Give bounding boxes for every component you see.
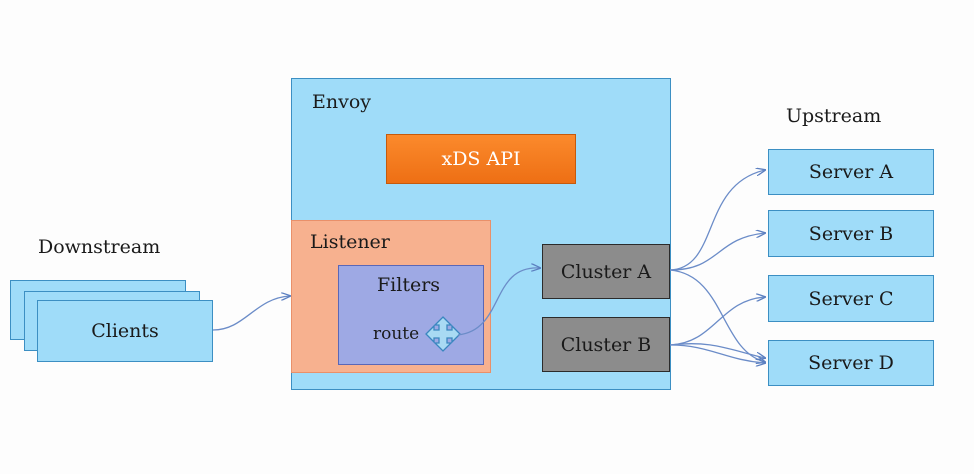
cluster-b-to-server-d-b-arrow	[669, 343, 765, 358]
cluster-a-label: Cluster A	[560, 260, 652, 283]
cluster-b-to-server-c-arrow	[669, 297, 765, 346]
filters-box[interactable]: Filters route	[338, 265, 484, 365]
clients-to-listener-arrow	[212, 296, 290, 331]
envoy-label: Envoy	[312, 91, 372, 113]
server-a-box[interactable]: Server A	[768, 149, 934, 195]
server-c-label: Server C	[808, 287, 894, 310]
move-arrows-icon	[425, 316, 461, 352]
listener-label: Listener	[310, 231, 390, 253]
server-b-box[interactable]: Server B	[768, 210, 934, 257]
cluster-a-to-server-d-arrow	[669, 269, 765, 362]
xds-api-label: xDS API	[441, 148, 521, 170]
downstream-label: Downstream	[38, 236, 161, 258]
server-a-label: Server A	[808, 161, 894, 183]
filters-label: Filters	[377, 274, 441, 296]
server-b-label: Server B	[808, 222, 894, 245]
upstream-label: Upstream	[786, 105, 882, 127]
cluster-a-box[interactable]: Cluster A	[542, 244, 670, 299]
cluster-b-to-server-d-a-arrow	[669, 344, 765, 363]
route-label: route	[373, 324, 420, 344]
server-d-label: Server D	[808, 352, 894, 374]
cluster-b-box[interactable]: Cluster B	[542, 317, 670, 372]
clients-label: Clients	[91, 320, 159, 342]
server-c-box[interactable]: Server C	[768, 275, 934, 322]
clients-box[interactable]: Clients	[37, 300, 213, 362]
xds-api-box[interactable]: xDS API	[386, 134, 576, 184]
server-d-box[interactable]: Server D	[768, 340, 934, 386]
cluster-b-label: Cluster B	[560, 333, 652, 356]
cluster-a-to-server-b-arrow	[669, 233, 765, 271]
cluster-a-to-server-a-arrow	[669, 170, 765, 271]
